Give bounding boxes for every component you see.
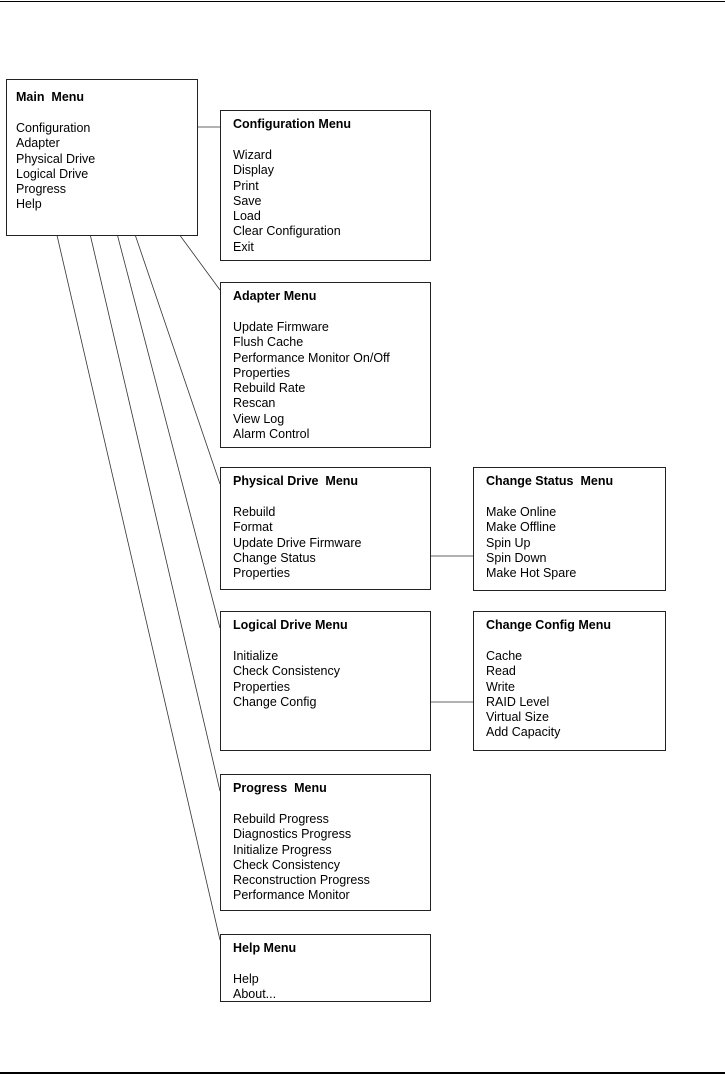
- menu-item[interactable]: Update Firmware: [233, 320, 329, 334]
- menu-item[interactable]: Help: [16, 197, 42, 212]
- menu-item[interactable]: Rebuild Progress: [233, 812, 329, 826]
- menu-item[interactable]: Rescan: [233, 396, 276, 411]
- menu-item[interactable]: Save: [233, 193, 262, 208]
- menu-item[interactable]: Properties: [233, 679, 290, 694]
- menu-item[interactable]: Adapter: [16, 136, 60, 151]
- menu-item[interactable]: Display: [233, 163, 274, 178]
- menu-item[interactable]: Rebuild Rate: [233, 381, 306, 396]
- menu-item[interactable]: Properties: [233, 566, 290, 581]
- menu-item[interactable]: Progress: [16, 182, 67, 197]
- menu-item[interactable]: Performance Monitor: [233, 888, 350, 903]
- menu-title: Adapter Menu: [233, 289, 317, 303]
- menu-title: Main Menu: [16, 90, 85, 104]
- top-rule: [0, 1, 725, 2]
- connector-progress: [79, 190, 221, 792]
- bottom-rule: [0, 1072, 725, 1074]
- menu-item[interactable]: Cache: [486, 649, 523, 663]
- menu-item[interactable]: Write: [486, 679, 515, 694]
- menu-item[interactable]: Diagnostics Progress: [233, 827, 352, 842]
- menu-item[interactable]: View Log: [233, 411, 285, 426]
- menu-item[interactable]: Clear Configuration: [233, 224, 341, 239]
- menu-item[interactable]: Performance Monitor On/Off: [233, 350, 390, 365]
- menu-item[interactable]: Initialize: [233, 649, 279, 663]
- menu-item[interactable]: Configuration: [16, 121, 91, 135]
- menu-item[interactable]: Physical Drive: [16, 151, 96, 166]
- menu-item[interactable]: Update Drive Firmware: [233, 535, 362, 550]
- menu-item[interactable]: RAID Level: [486, 694, 550, 709]
- menu-title: Change Status Menu: [486, 474, 614, 488]
- menu-item[interactable]: Make Offline: [486, 520, 556, 535]
- connector-help: [49, 204, 221, 941]
- menu-item[interactable]: Check Consistency: [233, 664, 340, 679]
- menu-item[interactable]: Help: [233, 972, 259, 986]
- menu-title: Change Config Menu: [486, 618, 611, 632]
- menu-item[interactable]: Initialize Progress: [233, 842, 332, 857]
- menu-item[interactable]: Print: [233, 178, 259, 193]
- menu-item[interactable]: Flush Cache: [233, 335, 304, 350]
- menu-title: Configuration Menu: [233, 117, 352, 131]
- menu-title: Progress Menu: [233, 781, 327, 795]
- menu-item[interactable]: About...: [233, 987, 277, 1002]
- menu-item[interactable]: Rebuild: [233, 505, 276, 519]
- menu-item[interactable]: Format: [233, 520, 273, 535]
- connector-logical: [101, 175, 221, 629]
- menu-title: Help Menu: [233, 941, 297, 955]
- menu-item[interactable]: Exit: [233, 239, 254, 254]
- menu-title: Physical Drive Menu: [233, 474, 359, 488]
- menu-item[interactable]: Reconstruction Progress: [233, 873, 370, 888]
- menu-item[interactable]: Load: [233, 209, 261, 224]
- menu-item[interactable]: Change Status: [233, 550, 316, 565]
- menu-item[interactable]: Add Capacity: [486, 725, 561, 740]
- menu-item[interactable]: Virtual Size: [486, 710, 549, 725]
- menu-item[interactable]: Alarm Control: [233, 427, 310, 442]
- menu-item[interactable]: Wizard: [233, 148, 272, 162]
- menu-item[interactable]: Read: [486, 664, 516, 679]
- menu-item[interactable]: Spin Down: [486, 550, 547, 565]
- menu-item[interactable]: Properties: [233, 365, 290, 380]
- menu-item[interactable]: Logical Drive: [16, 166, 89, 181]
- menu-title: Logical Drive Menu: [233, 618, 348, 632]
- menu-item[interactable]: Change Config: [233, 694, 317, 709]
- menu-item[interactable]: Make Hot Spare: [486, 566, 577, 581]
- menu-item[interactable]: Spin Up: [486, 535, 531, 550]
- menu-item[interactable]: Check Consistency: [233, 857, 340, 872]
- menu-item[interactable]: Make Online: [486, 505, 557, 519]
